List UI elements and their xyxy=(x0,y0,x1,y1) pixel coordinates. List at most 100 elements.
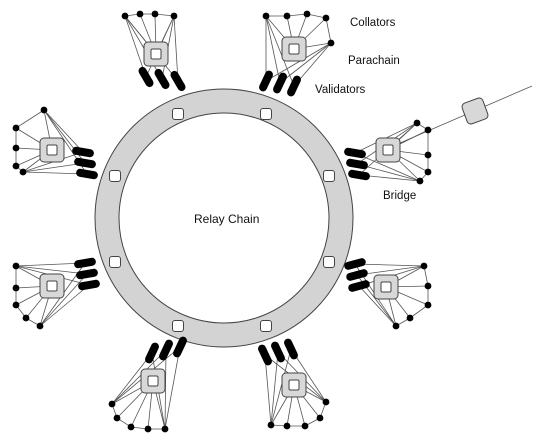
validator-pill xyxy=(74,257,96,269)
collator-dot xyxy=(424,301,432,309)
validator-pill xyxy=(271,341,285,363)
collator-chain-link xyxy=(15,109,45,129)
parachain-core xyxy=(380,281,392,293)
relay-chain-inner-edge xyxy=(118,112,330,324)
validator-pill xyxy=(348,280,370,292)
collator-validator-link xyxy=(356,265,425,276)
collator-validator-link xyxy=(265,15,295,87)
relay-slot-8 xyxy=(109,170,121,182)
collator-dot xyxy=(127,423,135,431)
collator-dot xyxy=(424,126,432,134)
parachain-core xyxy=(150,48,162,60)
relay-slot-4 xyxy=(323,256,335,268)
collator-dot xyxy=(303,10,311,18)
collator-dot xyxy=(301,422,309,430)
collator-dot xyxy=(22,314,30,322)
collator-validator-link xyxy=(279,42,332,84)
validator-pill xyxy=(346,269,368,281)
validator-pill xyxy=(74,157,96,169)
collator-validator-link xyxy=(15,265,88,275)
parachain-label: Parachain xyxy=(348,55,400,67)
relay-slot-6 xyxy=(172,320,184,332)
collator-dot xyxy=(40,106,48,114)
collator-dot xyxy=(420,262,428,270)
collator-validator-link xyxy=(22,162,86,173)
collator-chain-link xyxy=(325,17,332,44)
collator-validator-link xyxy=(264,354,272,426)
relay-slot-1 xyxy=(172,108,184,120)
collator-dot xyxy=(12,162,20,170)
validator-pill xyxy=(72,146,94,158)
relay-slot-3 xyxy=(323,170,335,182)
collator-dot xyxy=(12,301,20,309)
collators-label: Collators xyxy=(350,17,396,29)
validator-pill xyxy=(287,75,301,97)
collator-dot xyxy=(316,414,324,422)
validators-label: Validators xyxy=(315,84,366,96)
collator-validator-link xyxy=(265,42,332,82)
collator-dot xyxy=(151,10,159,18)
collator-dot xyxy=(413,119,421,127)
collator-validator-link xyxy=(358,285,397,327)
collator-validator-link xyxy=(39,284,90,327)
collator-dot xyxy=(12,124,20,132)
collator-dot xyxy=(161,425,169,433)
collator-dot xyxy=(267,421,275,429)
validator-pill xyxy=(76,268,98,280)
validator-pill xyxy=(284,338,298,360)
collator-validator-link xyxy=(43,109,84,153)
parachain-core xyxy=(288,379,300,391)
collator-dot xyxy=(416,177,424,185)
parachain-core xyxy=(46,144,58,156)
validator-pill xyxy=(259,70,273,92)
collator-dot xyxy=(121,12,129,20)
collator-dot xyxy=(424,151,432,159)
collator-chain-link xyxy=(409,304,429,319)
collator-validator-link xyxy=(164,346,181,430)
relay-chain-label: Relay Chain xyxy=(194,212,260,226)
collator-validator-link xyxy=(265,15,281,84)
collator-dot xyxy=(322,398,330,406)
relay-chain-ring xyxy=(94,88,354,348)
parachain-core xyxy=(147,375,159,387)
collator-dot xyxy=(322,14,330,22)
collator-dot xyxy=(283,12,291,20)
collator-dot xyxy=(19,168,27,176)
parachain-core xyxy=(46,280,58,292)
validator-pill xyxy=(145,342,159,364)
collator-dot xyxy=(108,400,116,408)
collator-dot xyxy=(12,144,20,152)
collator-dot xyxy=(144,425,152,433)
collator-validator-link xyxy=(111,352,153,405)
collator-dot xyxy=(283,422,291,430)
collator-dot xyxy=(327,39,335,47)
validator-pill xyxy=(159,339,173,361)
collator-dot xyxy=(262,12,270,20)
validator-pill xyxy=(138,66,154,88)
collator-validator-link xyxy=(15,262,86,267)
connection-lines xyxy=(15,13,533,430)
parachain-core xyxy=(382,144,394,156)
validator-pill xyxy=(273,72,287,94)
collator-validator-link xyxy=(111,349,167,405)
bridged-chain-block xyxy=(461,97,489,125)
collator-validator-link xyxy=(164,349,167,430)
bridge-label: Bridge xyxy=(383,190,417,202)
collator-dot xyxy=(136,10,144,18)
relay-chain-band xyxy=(95,89,353,347)
collator-validator-link xyxy=(124,15,147,78)
collator-dot xyxy=(12,262,20,270)
collator-dot xyxy=(406,314,414,322)
collator-dot xyxy=(424,168,432,176)
validator-pill xyxy=(344,258,366,270)
collator-dot xyxy=(170,12,178,20)
validator-pill xyxy=(173,336,187,358)
collator-validator-link xyxy=(173,15,179,82)
validator-pill xyxy=(346,158,368,170)
relay-slot-5 xyxy=(260,320,272,332)
network-nodes xyxy=(12,10,489,433)
collator-validator-link xyxy=(354,263,425,267)
relay-slot-2 xyxy=(260,108,272,120)
validator-pill xyxy=(154,68,170,90)
